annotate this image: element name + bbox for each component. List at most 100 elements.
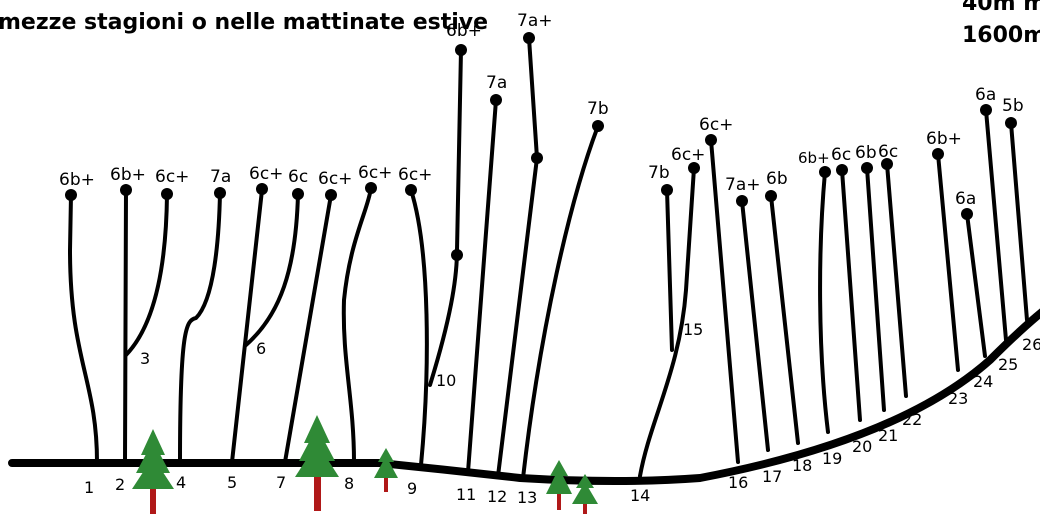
route-line-20 [840,168,862,422]
route-line-11 [466,98,498,474]
route-number-label: 2 [115,475,125,494]
route-number-label: 1 [84,478,94,497]
route-line-18 [769,194,800,445]
route-line-26 [1009,121,1029,322]
route-grade-label: 6b+ [798,149,830,167]
route-line-4 [178,191,222,464]
route-grade-label: 6c+ [155,167,189,187]
route-grade-label: 7a [486,73,507,93]
anchor-point [451,249,463,261]
route-grade-label: 6c [878,142,898,162]
route-number-label: 5 [227,473,237,492]
route-line-9 [409,188,429,467]
route-number-label: 23 [948,389,968,408]
route-line-15 [665,188,674,352]
anchor-point [490,94,502,106]
anchor-point [523,32,535,44]
ground-line [8,308,1040,485]
route-line-16 [709,138,740,464]
route-grade-label: 6a [975,85,996,105]
route-number-label: 8 [344,474,354,493]
route-line-8 [341,186,373,464]
anchor-point [861,162,873,174]
route-number-label: 17 [762,467,782,486]
tree-icon [295,415,339,511]
route-grade-label: 7a+ [517,11,552,31]
route-number-label: 22 [902,410,922,429]
route-line-24 [965,212,987,358]
route-line-1 [68,193,99,464]
anchor-point [836,164,848,176]
route-grade-label: 6b+ [446,21,482,41]
route-grade-label: 7a+ [725,175,760,195]
route-grade-label: 6c+ [699,115,733,135]
anchor-point [214,187,226,199]
route-grade-label: 6b [855,143,877,163]
route-number-label: 11 [456,485,476,504]
tree-icon [374,448,398,492]
route-grade-label: 6c+ [398,165,432,185]
route-number-label: 24 [973,372,993,391]
route-number-label: 18 [792,456,812,475]
route-number-label: 7 [276,473,286,492]
header-title: mezze stagioni o nelle mattinate estive [0,10,488,35]
route-line-5 [230,188,264,464]
route-grade-label: 6c+ [358,163,392,183]
route-line-25 [984,108,1008,342]
route-line-10 [428,48,463,387]
route-line-21 [865,166,886,412]
route-line-6 [244,192,300,347]
route-number-label: 10 [436,371,456,390]
anchor-point [455,44,467,56]
route-line-19 [818,170,830,434]
route-line-23 [936,152,960,372]
tree-icon [546,460,572,510]
route-grade-label: 6b+ [59,170,95,190]
route-grade-label: 6b [766,169,788,189]
route-grade-label: 6c [831,145,851,165]
anchor-point [705,134,717,146]
route-line-13 [521,124,600,480]
route-grade-label: 6c+ [249,164,283,184]
tree-icon [572,474,598,514]
anchor-point [256,183,268,195]
route-grade-label: 7b [648,163,670,183]
route-grade-label: 6a [955,189,976,209]
header-info-line-2: 1600m [962,23,1040,48]
anchor-point [961,208,973,220]
route-number-label: 21 [878,426,898,445]
route-grade-label: 6c [288,167,308,187]
route-line-14 [638,166,696,478]
route-line-2 [123,188,128,464]
route-grade-label: 6c+ [318,169,352,189]
header-info-line-1: 40m ma [962,0,1040,16]
route-number-label: 25 [998,355,1018,374]
route-number-label: 26 [1022,335,1040,354]
anchor-point [819,166,831,178]
anchor-point [980,104,992,116]
anchor-point [325,189,337,201]
anchor-points [65,32,1017,261]
anchor-point [1005,117,1017,129]
route-number-label: 14 [630,486,650,505]
anchor-point [592,120,604,132]
route-grade-label: 6b+ [110,165,146,185]
route-number-label: 13 [517,488,537,507]
route-grade-label: 6c+ [671,145,705,165]
anchor-point [688,162,700,174]
route-number-label: 6 [256,339,266,358]
anchor-point [736,195,748,207]
route-line-3 [124,193,169,357]
route-number-label: 3 [140,349,150,368]
route-grade-label: 7a [210,167,231,187]
route-number-label: 4 [176,473,186,492]
route-number-label: 16 [728,473,748,492]
anchor-point [120,184,132,196]
anchor-point [531,152,543,164]
anchor-point [932,148,944,160]
route-number-label: 20 [852,437,872,456]
route-grade-label: 6b+ [926,129,962,149]
anchor-point [881,158,893,170]
